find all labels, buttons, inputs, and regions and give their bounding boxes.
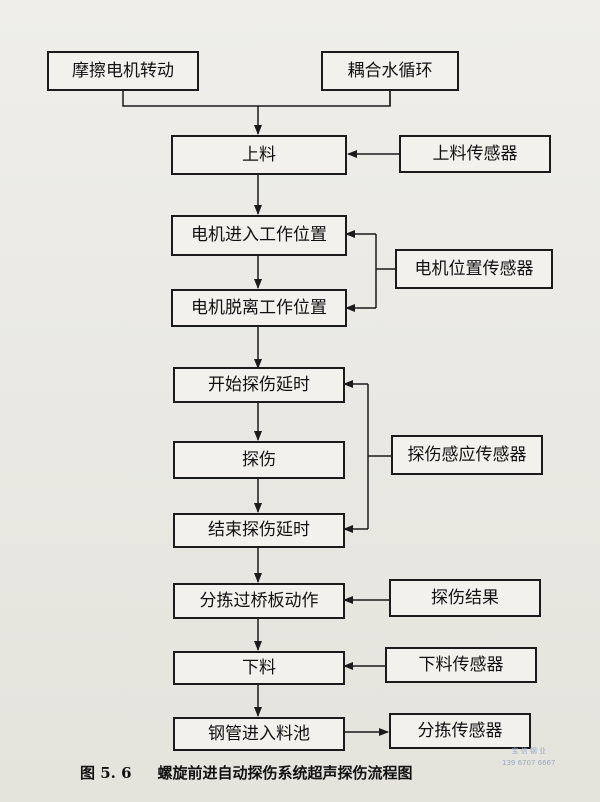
svg-text:下料传感器: 下料传感器 [419, 655, 504, 675]
node-loading: 上料 [171, 135, 347, 175]
svg-text:上料传感器: 上料传感器 [433, 144, 518, 164]
node-motor-position-sensor: 电机位置传感器 [395, 249, 553, 289]
node-motor-enter: 电机进入工作位置 [171, 215, 347, 256]
node-end-delay: 结束探伤延时 [173, 513, 345, 548]
svg-text:探伤: 探伤 [242, 450, 276, 470]
svg-text:探伤感应传感器: 探伤感应传感器 [408, 445, 527, 465]
edge-friction-motor-to-merge [122, 90, 391, 107]
node-start-delay: 开始探伤延时 [173, 367, 345, 403]
svg-text:分拣传感器: 分拣传感器 [418, 721, 503, 741]
node-motor-leave: 电机脱离工作位置 [171, 289, 347, 327]
figure-caption: 图 5. 6 螺旋前进自动探伤系统超声探伤流程图 [80, 762, 413, 783]
figure-title: 螺旋前进自动探伤系统超声探伤流程图 [157, 764, 413, 782]
node-flaw-result: 探伤结果 [389, 579, 541, 617]
svg-text:耦合水循环: 耦合水循环 [348, 61, 433, 81]
connectors [122, 90, 400, 736]
node-unloading-sensor: 下料传感器 [385, 647, 537, 683]
node-flaw-detect: 探伤 [173, 441, 345, 479]
node-pipe-to-pool: 钢管进入料池 [173, 717, 345, 751]
svg-text:分拣过桥板动作: 分拣过桥板动作 [200, 591, 319, 611]
svg-text:探伤结果: 探伤结果 [431, 588, 499, 608]
watermark: 宝 信 钢 业 139 6707 6667 [502, 745, 555, 769]
svg-text:上料: 上料 [242, 145, 276, 165]
figure-number: 图 5. 6 [80, 764, 132, 782]
svg-text:摩擦电机转动: 摩擦电机转动 [72, 61, 174, 81]
svg-text:电机进入工作位置: 电机进入工作位置 [191, 225, 327, 245]
node-sort-bridge: 分拣过桥板动作 [173, 583, 345, 619]
node-sort-sensor: 分拣传感器 [389, 713, 531, 749]
watermark-name: 宝 信 钢 业 [511, 747, 547, 755]
watermark-phone: 139 6707 6667 [502, 759, 556, 767]
svg-text:下料: 下料 [242, 658, 276, 678]
svg-text:开始探伤延时: 开始探伤延时 [208, 375, 310, 395]
node-coupling-water: 耦合水循环 [321, 51, 459, 91]
node-unloading: 下料 [173, 651, 345, 685]
svg-text:结束探伤延时: 结束探伤延时 [208, 520, 310, 540]
node-flaw-induction-sensor: 探伤感应传感器 [391, 435, 543, 475]
svg-text:电机脱离工作位置: 电机脱离工作位置 [191, 298, 327, 318]
svg-text:电机位置传感器: 电机位置传感器 [415, 259, 534, 279]
node-loading-sensor: 上料传感器 [399, 135, 551, 173]
node-friction-motor: 摩擦电机转动 [47, 51, 199, 91]
svg-text:钢管进入料池: 钢管进入料池 [208, 724, 310, 744]
